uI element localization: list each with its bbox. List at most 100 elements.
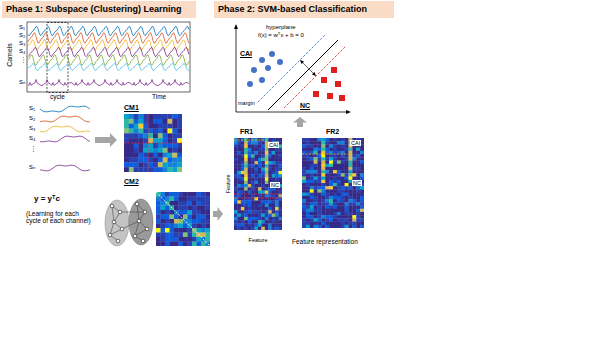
heat-cell [268, 217, 272, 221]
margin-arrow-head [300, 60, 304, 64]
heat-cell [314, 212, 318, 216]
heat-cell [265, 161, 269, 165]
heat-cell [329, 161, 333, 165]
heat-cell [170, 233, 175, 238]
heat-cell [148, 119, 153, 124]
heat-cell [261, 174, 265, 178]
heat-cell [356, 167, 360, 171]
margin-arrow-head [312, 72, 316, 76]
heat-cell [258, 151, 262, 155]
heat-cell [345, 199, 349, 203]
heat-cell [318, 225, 322, 228]
heat-cell [161, 233, 166, 238]
heat-cell [360, 170, 364, 174]
heat-cell [349, 215, 353, 219]
heat-cell [251, 174, 255, 178]
heat-cell [265, 204, 269, 208]
heat-cell [333, 202, 337, 206]
heat-cell [345, 173, 349, 177]
heat-cell [255, 204, 259, 208]
heat-cell [333, 183, 337, 187]
heat-cell [275, 220, 279, 224]
heat-cell [314, 206, 318, 210]
cluster-blob [105, 200, 129, 246]
heat-cell [163, 148, 168, 153]
heat-cell [197, 192, 202, 197]
heat-cell [163, 119, 168, 124]
heat-cell [302, 215, 306, 219]
heat-cell [356, 170, 360, 174]
heat-cell [310, 209, 314, 213]
heat-cell [234, 181, 238, 185]
heat-cell [310, 148, 314, 152]
heat-cell [177, 129, 182, 134]
heat-cell [360, 199, 364, 203]
heat-cell [321, 215, 325, 219]
heat-cell [234, 141, 238, 145]
heat-cell [310, 196, 314, 200]
heat-cell [248, 154, 252, 158]
heat-cell [337, 144, 341, 148]
heat-cell [310, 177, 314, 181]
heat-cell [352, 209, 356, 213]
heat-cell [134, 133, 139, 138]
heat-cell [341, 186, 345, 190]
heat-cell [345, 196, 349, 200]
heat-cell [241, 227, 245, 230]
heat-cell [352, 202, 356, 206]
heat-cell [139, 129, 144, 134]
heat-cell [318, 161, 322, 165]
heat-cell [341, 193, 345, 197]
heat-cell [345, 148, 349, 152]
heat-cell [153, 167, 158, 172]
heat-cell [356, 212, 360, 216]
heat-cell [341, 189, 345, 193]
heat-cell [321, 183, 325, 187]
heat-cell [356, 164, 360, 168]
heat-cell [258, 171, 262, 175]
heat-cell [241, 154, 245, 158]
heat-cell [234, 200, 238, 204]
heat-cell [356, 151, 360, 155]
heat-cell [183, 237, 188, 242]
heat-cell [234, 151, 238, 155]
heat-cell [241, 171, 245, 175]
heat-cell [302, 196, 306, 200]
channel-wave [28, 40, 189, 51]
heat-cell [272, 174, 276, 178]
heat-cell [318, 199, 322, 203]
heat-cell [197, 228, 202, 233]
heat-cell [237, 210, 241, 214]
heat-cell [244, 145, 248, 149]
heat-cell [153, 153, 158, 158]
heat-cell [251, 148, 255, 152]
heat-cell [248, 145, 252, 149]
heat-cell [261, 187, 265, 191]
heat-cell [251, 227, 255, 230]
heat-cell [241, 181, 245, 185]
heat-cell [321, 148, 325, 152]
channel-wave [28, 47, 189, 56]
heat-cell [258, 214, 262, 218]
heat-cell [337, 170, 341, 174]
heat-cell [234, 220, 238, 224]
heat-cell [349, 202, 353, 206]
heat-cell [310, 225, 314, 228]
heat-cell [310, 189, 314, 193]
heat-cell [360, 202, 364, 206]
heat-cell [248, 161, 252, 165]
heat-cell [310, 206, 314, 210]
heat-cell [163, 138, 168, 143]
heat-cell [148, 148, 153, 153]
heat-cell [268, 227, 272, 230]
heat-cell [314, 148, 318, 152]
heat-cell [321, 202, 325, 206]
heat-cell [318, 141, 322, 145]
channel-wave [28, 80, 189, 86]
heat-cell [341, 167, 345, 171]
heat-cell [352, 157, 356, 161]
margin-line [258, 34, 326, 102]
heat-cell [258, 217, 262, 221]
heat-cell [234, 204, 238, 208]
heat-cell [352, 148, 356, 152]
